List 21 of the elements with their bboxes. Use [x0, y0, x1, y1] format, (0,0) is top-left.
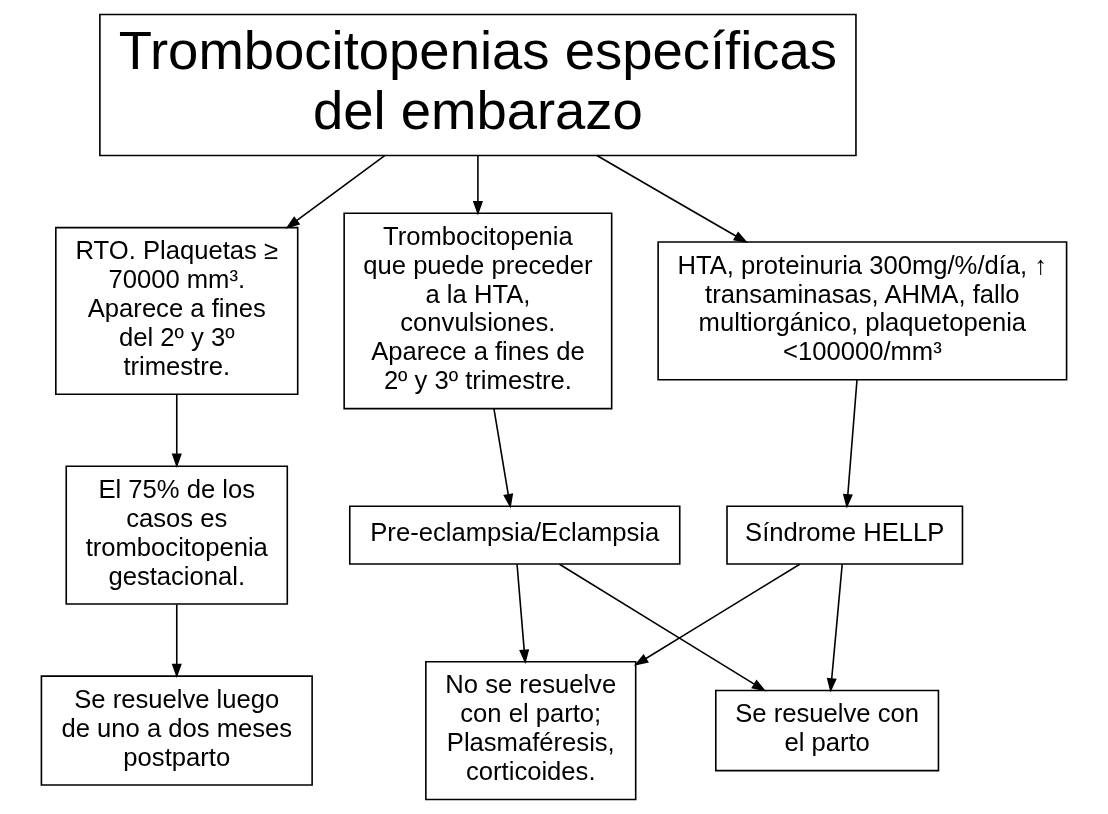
node-box: Pre-eclampsia/Eclampsia [348, 505, 681, 565]
arrow [472, 155, 483, 216]
arrow [826, 563, 843, 693]
node-box: Se resuelve luego de uno a dos meses postparto [40, 675, 313, 786]
node-box: HTA, proteinuria 300mg/%/día, ↑ transaminasas, AHMA, fallo multiorgánico, plaquetopenia <100000/mm³ [657, 241, 1068, 381]
node-box: El 75% de los casos es trombocitopenia gestacional. [65, 465, 289, 605]
node-box: Trombocitopenia que puede preceder a la HTA, convulsiones. Aparece a fines de 2º y 3º trimestre. [343, 212, 613, 410]
arrow [633, 563, 801, 666]
node-box: No se resuelve con el parto; Plasmaféresis, corticoides. [425, 660, 637, 801]
node-box: Se resuelve con el parto [715, 689, 940, 772]
node-box: Trombocitopenias específicas del embarazo [99, 13, 857, 157]
arrow [842, 379, 858, 509]
arrow [516, 563, 530, 665]
node-box: Síndrome HELLP [726, 505, 964, 565]
arrow [596, 154, 748, 244]
arrow [558, 563, 767, 692]
arrow [171, 603, 182, 679]
arrow [285, 154, 386, 229]
arrow [171, 394, 182, 469]
arrow [493, 408, 514, 509]
node-box: RTO. Plaquetas ≥ 70000 mm³. Aparece a fines del 2º y 3º trimestre. [55, 226, 299, 395]
